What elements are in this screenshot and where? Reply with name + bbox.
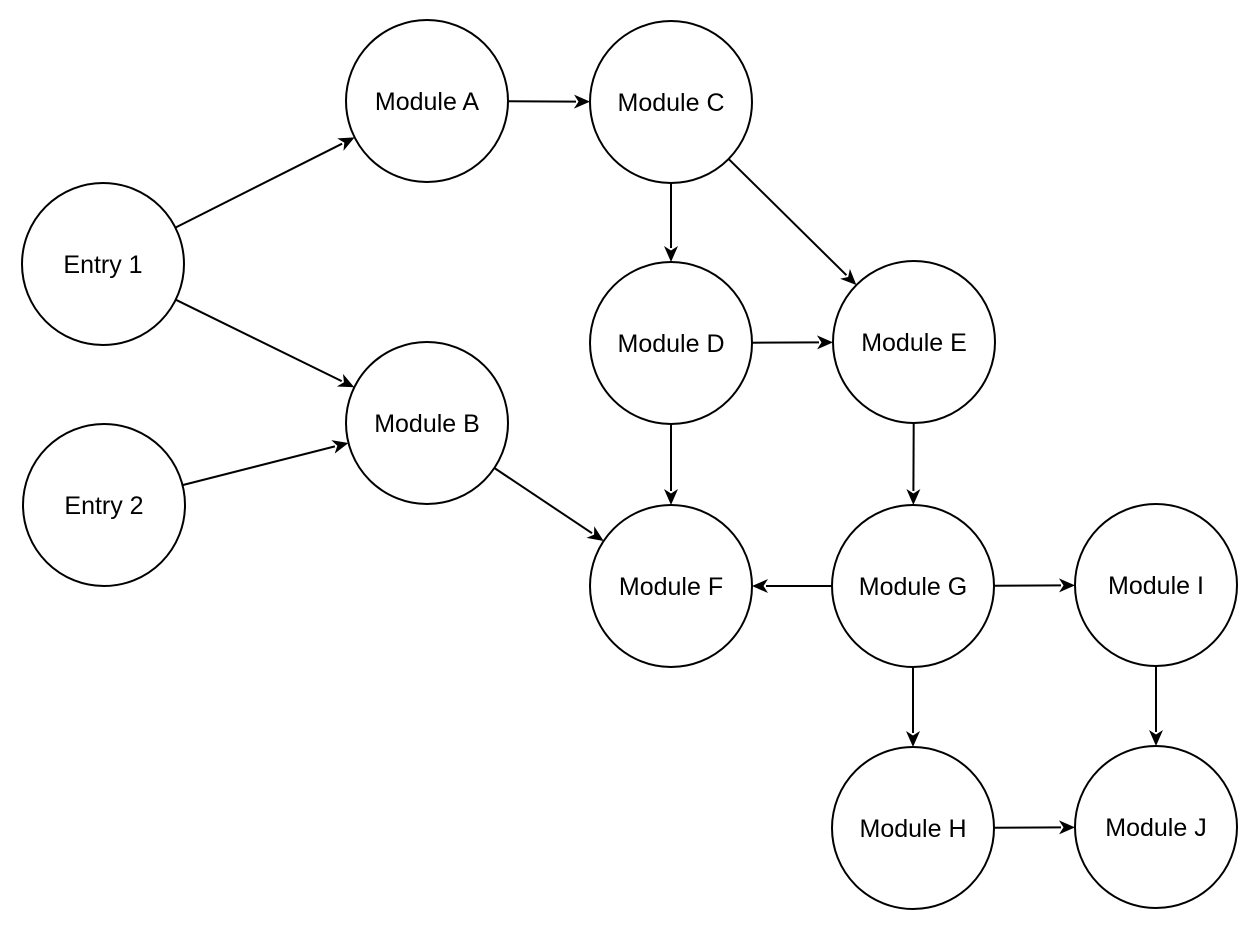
edge-entry-1-to-module-b [175,298,355,388]
node-module-b-circle [345,341,509,505]
node-module-b-label: Module B [374,410,480,438]
node-module-g: Module G [831,504,995,668]
node-module-j-label: Module J [1105,814,1206,842]
node-module-j-circle [1074,745,1238,909]
edge-entry-1-to-module-a [174,137,355,229]
node-module-j: Module J [1074,745,1238,909]
node-module-i-label: Module I [1108,572,1204,600]
node-module-i: Module I [1074,503,1238,667]
node-module-e-circle [832,260,996,424]
node-module-a-circle [345,19,509,183]
node-module-f-label: Module F [619,573,723,601]
node-module-b: Module B [345,341,509,505]
node-module-f-circle [589,504,753,668]
node-module-c-circle [589,20,753,184]
node-module-h-label: Module H [860,815,967,843]
node-module-e-label: Module E [861,329,967,357]
edge-entry-2-to-module-b [182,440,349,487]
node-module-a-label: Module A [375,88,480,116]
node-module-f: Module F [589,504,753,668]
node-module-g-label: Module G [859,573,967,601]
node-module-h-circle [831,746,995,910]
node-entry-1-label: Entry 1 [63,251,142,279]
node-module-c-label: Module C [618,89,725,117]
node-module-h: Module H [831,746,995,910]
node-entry-2-circle [22,423,186,587]
node-module-d-label: Module D [618,330,725,358]
node-entry-1: Entry 1 [21,182,185,346]
edge-module-c-to-module-e [727,158,857,286]
node-module-d-circle [589,261,753,425]
node-entry-2-label: Entry 2 [64,492,143,520]
node-module-i-circle [1074,503,1238,667]
node-module-e: Module E [832,260,996,424]
node-entry-1-circle [21,182,185,346]
node-module-d: Module D [589,261,753,425]
node-module-g-circle [831,504,995,668]
edge-module-b-to-module-f [493,467,604,541]
node-entry-2: Entry 2 [22,423,186,587]
node-module-c: Module C [589,20,753,184]
node-module-a: Module A [345,19,509,183]
